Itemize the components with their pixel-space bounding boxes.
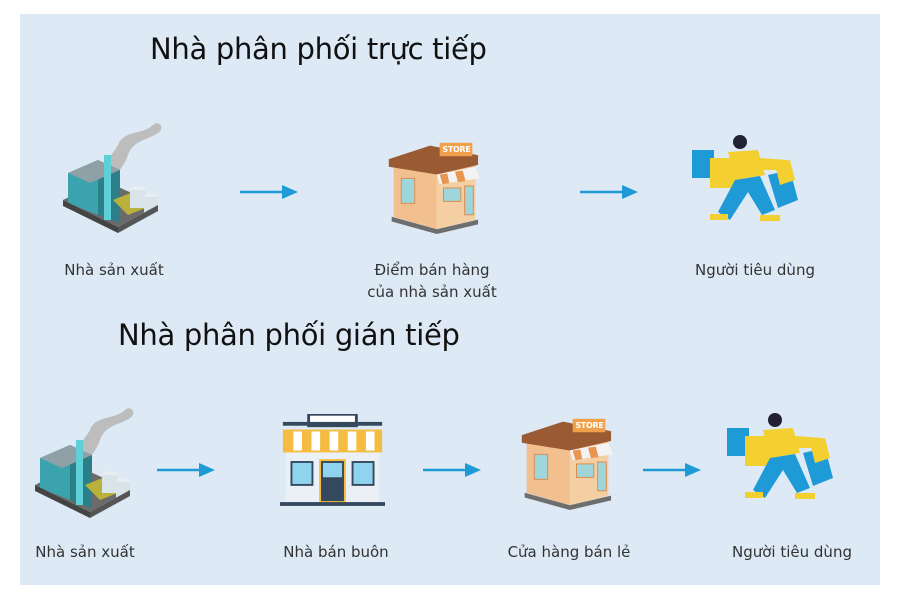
factory-icon xyxy=(30,400,140,530)
wholesale-shop-icon xyxy=(280,414,385,510)
arrow-icon xyxy=(423,462,481,478)
factory-icon xyxy=(58,115,168,245)
node-label-wholesaler: Nhà bán buôn xyxy=(283,543,389,561)
node-label-manufacturer-outlet: Điểm bán hàng của nhà sản xuất xyxy=(332,259,532,303)
store-sign-text: STORE xyxy=(575,421,604,430)
node-label-manufacturer: Nhà sản xuất xyxy=(64,261,164,279)
arrow-icon xyxy=(580,184,638,200)
node-label-consumer: Người tiêu dùng xyxy=(695,261,815,279)
label-line: của nhà sản xuất xyxy=(367,283,497,301)
label-line: Điểm bán hàng xyxy=(374,261,490,279)
indirect-distribution-title: Nhà phân phối gián tiếp xyxy=(118,318,460,352)
shopper-icon xyxy=(690,130,800,240)
node-label-retailer: Cửa hàng bán lẻ xyxy=(507,543,631,561)
node-label-manufacturer: Nhà sản xuất xyxy=(35,543,135,561)
node-label-consumer: Người tiêu dùng xyxy=(732,543,852,561)
arrow-icon xyxy=(240,184,298,200)
direct-distribution-title: Nhà phân phối trực tiếp xyxy=(150,32,487,66)
arrow-icon xyxy=(157,462,215,478)
diagram-background xyxy=(20,14,880,585)
shopper-icon xyxy=(725,408,835,518)
store-sign-text: STORE xyxy=(442,145,471,154)
arrow-icon xyxy=(643,462,701,478)
